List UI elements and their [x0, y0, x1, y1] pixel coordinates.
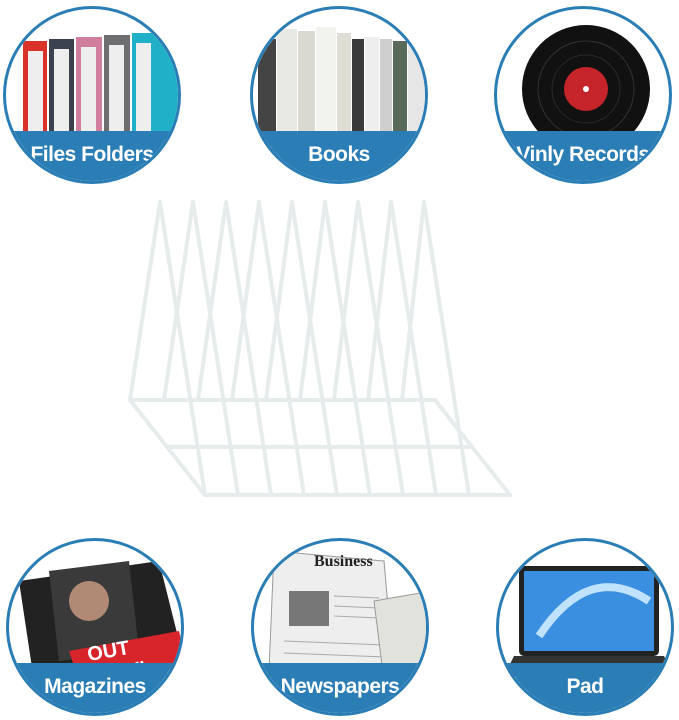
rack-divider: [332, 200, 405, 496]
use-label: Files Folders: [30, 143, 154, 166]
newspaper-headline: Business: [314, 553, 373, 570]
tablet-icon: [504, 566, 671, 676]
newspapers-icon: [268, 550, 426, 682]
use-badge-files-folders: Files Folders: [3, 6, 181, 184]
use-badge-newspapers: Business Newspapers: [251, 538, 429, 716]
rack-divider: [230, 200, 306, 496]
use-badge-magazines: OUT NOW! Magazines: [6, 538, 184, 716]
use-label: Books: [308, 143, 370, 166]
use-badge-books: Books: [250, 6, 428, 184]
use-label: Pad: [566, 675, 604, 698]
rack-divider: [366, 200, 438, 496]
binders-icon: [23, 33, 178, 141]
use-label: Magazines: [44, 675, 146, 698]
rack-divider: [196, 200, 273, 496]
wire-rack-product: [128, 200, 512, 497]
use-badge-pad: Pad: [496, 538, 674, 716]
use-badge-vinyl-records: Vinly Records: [494, 6, 672, 184]
vinyl-record-icon: [522, 25, 650, 153]
rack-divider: [264, 200, 339, 496]
rack-divider: [400, 200, 471, 496]
use-label: Newspapers: [280, 675, 400, 698]
books-icon: [258, 27, 425, 141]
rack-divider: [128, 200, 207, 496]
rack-divider: [162, 200, 240, 496]
use-label: Vinly Records: [516, 143, 650, 166]
rack-divider: [298, 200, 372, 496]
